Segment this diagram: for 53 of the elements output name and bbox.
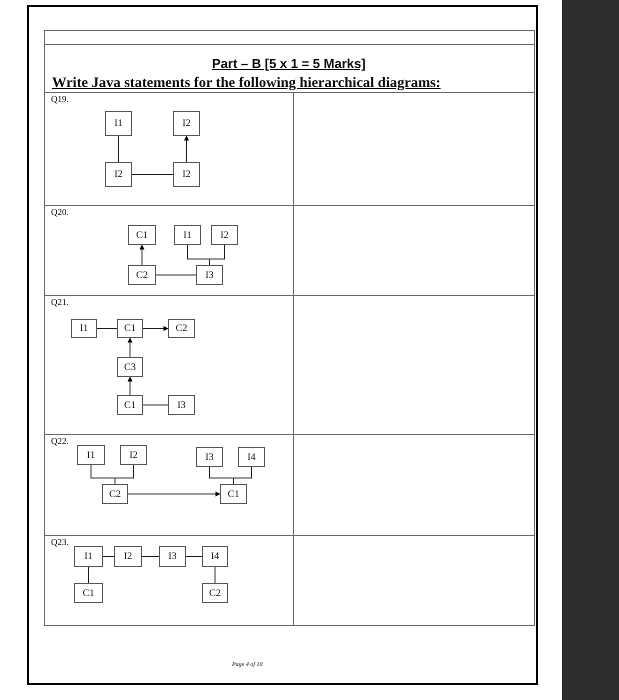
class-box: C1: [74, 583, 103, 603]
connector-line: [102, 556, 114, 557]
class-box: I2: [173, 162, 200, 187]
arrow: [128, 338, 132, 358]
class-box: C1: [220, 484, 247, 504]
connector-line: [186, 556, 202, 557]
class-box: I1: [105, 111, 132, 136]
instruction-text: Write Java statements for the following hierarchical diagrams:: [52, 75, 441, 92]
class-box: I1: [77, 445, 105, 465]
class-box: C3: [117, 357, 143, 377]
arrow: [140, 244, 144, 266]
class-box: C1: [117, 395, 143, 415]
connector-line: [209, 244, 225, 266]
class-box: I1: [71, 319, 97, 338]
connector-line: [142, 404, 168, 406]
arrow: [128, 492, 220, 496]
class-box: I2: [105, 162, 132, 187]
class-box: C1: [128, 225, 156, 245]
connector-line: [96, 328, 118, 329]
class-box: I4: [202, 546, 228, 567]
class-box: I3: [168, 395, 195, 415]
class-box: I1: [74, 546, 103, 567]
connector-line: [132, 174, 174, 175]
class-box: I2: [211, 225, 238, 245]
connector-line: [114, 464, 134, 484]
question-number: Q19.: [51, 94, 69, 104]
connector-line: [156, 274, 196, 276]
class-box: I2: [173, 111, 200, 136]
connector-line: [88, 566, 89, 584]
connector-line: [214, 566, 216, 584]
class-box: C1: [117, 319, 143, 338]
connector-line: [118, 136, 119, 162]
question-number: Q22.: [51, 436, 69, 446]
arrow: [142, 326, 168, 331]
class-box: C2: [202, 583, 228, 603]
question-number: Q23.: [51, 537, 69, 547]
heading: Part – B [5 x 1 = 5 Marks]: [212, 56, 366, 71]
class-box: C2: [128, 265, 156, 285]
connector-line: [233, 466, 252, 484]
class-box: C2: [168, 319, 195, 338]
class-box: I3: [196, 447, 223, 467]
class-box: C2: [102, 484, 128, 504]
question-number: Q21.: [51, 297, 69, 307]
class-box: I3: [159, 546, 186, 567]
class-box: I4: [238, 447, 265, 467]
arrow: [184, 136, 189, 162]
class-box: I2: [120, 445, 147, 465]
arrow: [128, 376, 132, 396]
connector-line: [142, 556, 160, 557]
class-box: I2: [114, 546, 142, 567]
class-box: I1: [174, 225, 201, 245]
class-box: I3: [196, 265, 223, 285]
question-number: Q20.: [51, 207, 69, 217]
